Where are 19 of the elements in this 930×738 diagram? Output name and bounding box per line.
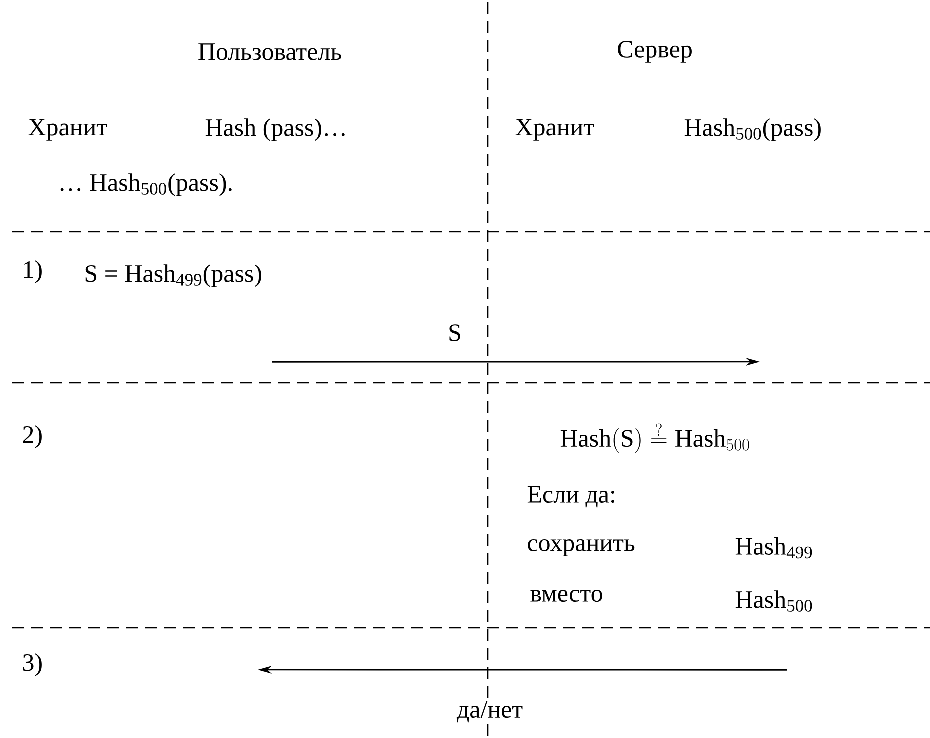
formula-text: S = Hash$_{499}$(pass) <box>86 264 262 288</box>
formula: $\mathrm{Hash(S)} \stackrel{?}{=} \mathrm{Hash}_{500}$ <box>560 424 750 454</box>
edge-label: да/нет <box>456 701 523 723</box>
label: Hash$_{499}$ <box>736 537 812 559</box>
edge-label: S <box>450 324 460 342</box>
step-number: 3) <box>23 654 42 676</box>
column-heading: Пользователь <box>198 44 342 60</box>
label: сохранить <box>528 539 635 557</box>
step-number: 1) <box>24 260 42 284</box>
label: Хранит <box>28 119 108 141</box>
label: вместо <box>530 590 602 602</box>
label: Если да: <box>528 486 614 508</box>
label: … Hash$_{500}$(pass). <box>60 174 232 196</box>
label: Hash$_{500}$ <box>736 590 812 612</box>
step-number: 2) <box>23 426 42 448</box>
label: Hash$_{500}$(pass) <box>684 118 821 142</box>
column-heading: Сервер <box>618 41 692 63</box>
label: Hash (pass)… <box>206 118 345 142</box>
label: Хранит <box>516 119 594 141</box>
